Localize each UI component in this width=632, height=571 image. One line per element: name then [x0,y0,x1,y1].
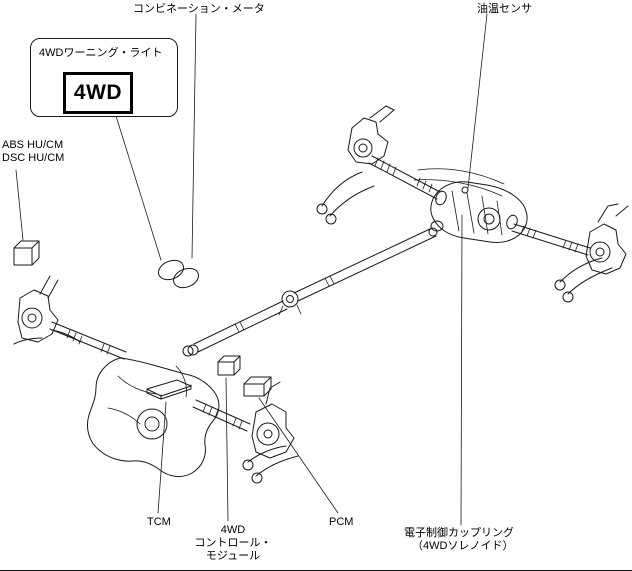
label-oil-temp-sensor: 油温センサ [477,3,532,15]
pcm-shape [243,376,272,397]
propeller-shaft-shape [187,227,438,356]
label-tcm: TCM [147,516,171,528]
tcm-shape [146,379,192,400]
label-awd-module-line2: コントロール・ [194,537,272,549]
warning-light-title: 4WDワーニング・ライト [39,47,163,59]
label-combination-meter: コンビネーション・メータ [133,3,265,15]
rear-differential-shape [413,168,528,243]
label-abs-unit: ABS HU/CM DSC HU/CM [2,139,64,165]
label-abs-line2: DSC HU/CM [2,152,65,164]
label-coupling-line2: （4WDソレノイド） [412,540,514,552]
abs-unit-shape [13,240,40,266]
front-right-suspension-shape [192,381,299,484]
rear-left-suspension-shape [316,105,395,225]
warning-light-indicator: 4WD [63,72,133,114]
leader-lines [15,13,488,526]
label-coupling-line1: 電子制御カップリング [404,527,514,539]
rear-right-suspension-shape [511,203,629,303]
front-left-suspension-shape [13,275,127,360]
engine-transaxle-shape [86,345,220,478]
warning-light-callout: 4WDワーニング・ライト 4WD [30,38,178,117]
warning-light-symbol: 4WD [73,81,123,104]
label-coupling: 電子制御カップリング （4WDソレノイド） [404,527,514,553]
label-awd-module-line1: 4WD [220,524,246,536]
label-awd-module: 4WD コントロール・ モジュール [194,524,272,563]
label-abs-line1: ABS HU/CM [2,139,64,151]
warning-lamp-shape [157,259,200,289]
awd-module-shape [217,355,241,376]
label-pcm: PCM [329,516,354,528]
label-awd-module-line3: モジュール [205,550,261,562]
rear-left-driveshaft-shape [368,155,441,200]
